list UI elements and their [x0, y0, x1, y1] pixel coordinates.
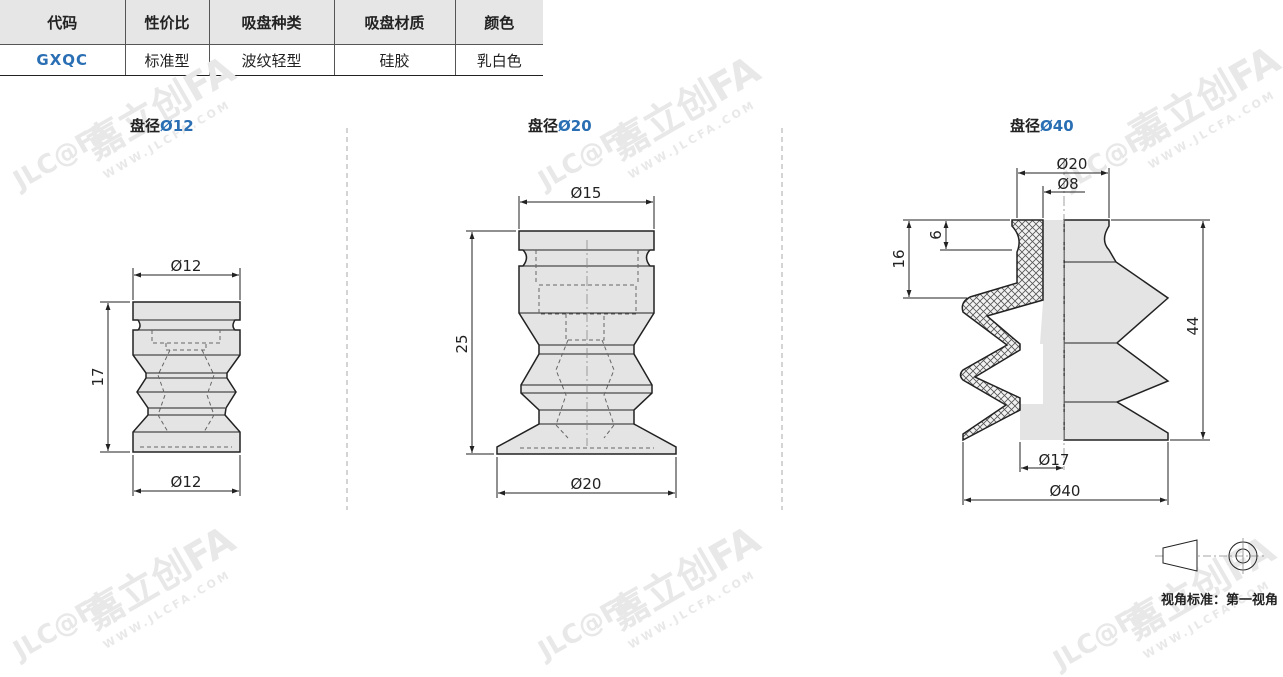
dim-inner-top: Ø8	[1057, 175, 1078, 193]
dim-bottom-width: Ø12	[171, 473, 202, 491]
watermark-brand: 嘉立创FA WWW.JLCFA.COM	[603, 47, 768, 182]
watermark-brand: 嘉立创FA WWW.JLCFA.COM	[603, 517, 768, 652]
dim-top-width: Ø15	[571, 184, 602, 202]
dim-outer-top: Ø20	[1057, 155, 1088, 173]
cup-section-hatch	[959, 219, 1044, 442]
suction-cup-12: Ø12 Ø12 17	[89, 257, 241, 496]
watermark-brand: 嘉立创FA WWW.JLCFA.COM	[78, 47, 243, 182]
view-label-12: 盘径Ø12	[130, 117, 194, 135]
dim-height: 25	[453, 334, 471, 353]
dim-total-height: 44	[1184, 316, 1202, 335]
watermark-brand: 嘉立创FA WWW.JLCFA.COM	[1123, 37, 1283, 172]
cup-body	[496, 230, 677, 455]
dim-bottom-width: Ø20	[571, 475, 602, 493]
dim-upper-height: 16	[890, 249, 908, 268]
watermark-brand: 嘉立创FA WWW.JLCFA.COM	[78, 517, 243, 652]
dim-bottom-width: Ø40	[1050, 482, 1081, 500]
spec-table-row: GXQC 标准型 波纹轻型 硅胶 乳白色	[0, 44, 543, 76]
projection-symbol	[1155, 538, 1266, 574]
header-code: 代码	[0, 0, 126, 45]
cell-code: GXQC	[0, 44, 126, 76]
view-label-20: 盘径Ø20	[528, 117, 592, 135]
dim-neck-height: 6	[927, 230, 945, 240]
spec-table-header-row: 代码 性价比 吸盘种类 吸盘材质 颜色	[0, 0, 543, 45]
cell-color: 乳白色	[454, 44, 543, 76]
cell-cup-material: 硅胶	[333, 44, 456, 76]
header-color: 颜色	[454, 0, 543, 45]
cup-body-exterior	[1063, 219, 1170, 441]
header-cup-material: 吸盘材质	[333, 0, 456, 45]
cell-cup-type: 波纹轻型	[208, 44, 335, 76]
view-label-40: 盘径Ø40	[1010, 117, 1074, 135]
header-cup-type: 吸盘种类	[208, 0, 335, 45]
cup-body	[132, 301, 241, 453]
projection-note: 视角标准：第一视角	[1161, 592, 1278, 608]
dim-top-width: Ø12	[171, 257, 202, 275]
dim-inner-bottom: Ø17	[1039, 451, 1070, 469]
dim-height: 17	[89, 367, 107, 386]
suction-cup-20: Ø15 Ø20 25	[453, 184, 677, 498]
cell-cost-performance: 标准型	[124, 44, 210, 76]
spec-table: 代码 性价比 吸盘种类 吸盘材质 颜色 GXQC 标准型 波纹轻型 硅胶 乳白色	[0, 0, 543, 76]
header-cost-performance: 性价比	[124, 0, 210, 45]
suction-cup-40: Ø20 Ø8 6 16 44 Ø17 Ø40	[890, 155, 1210, 505]
